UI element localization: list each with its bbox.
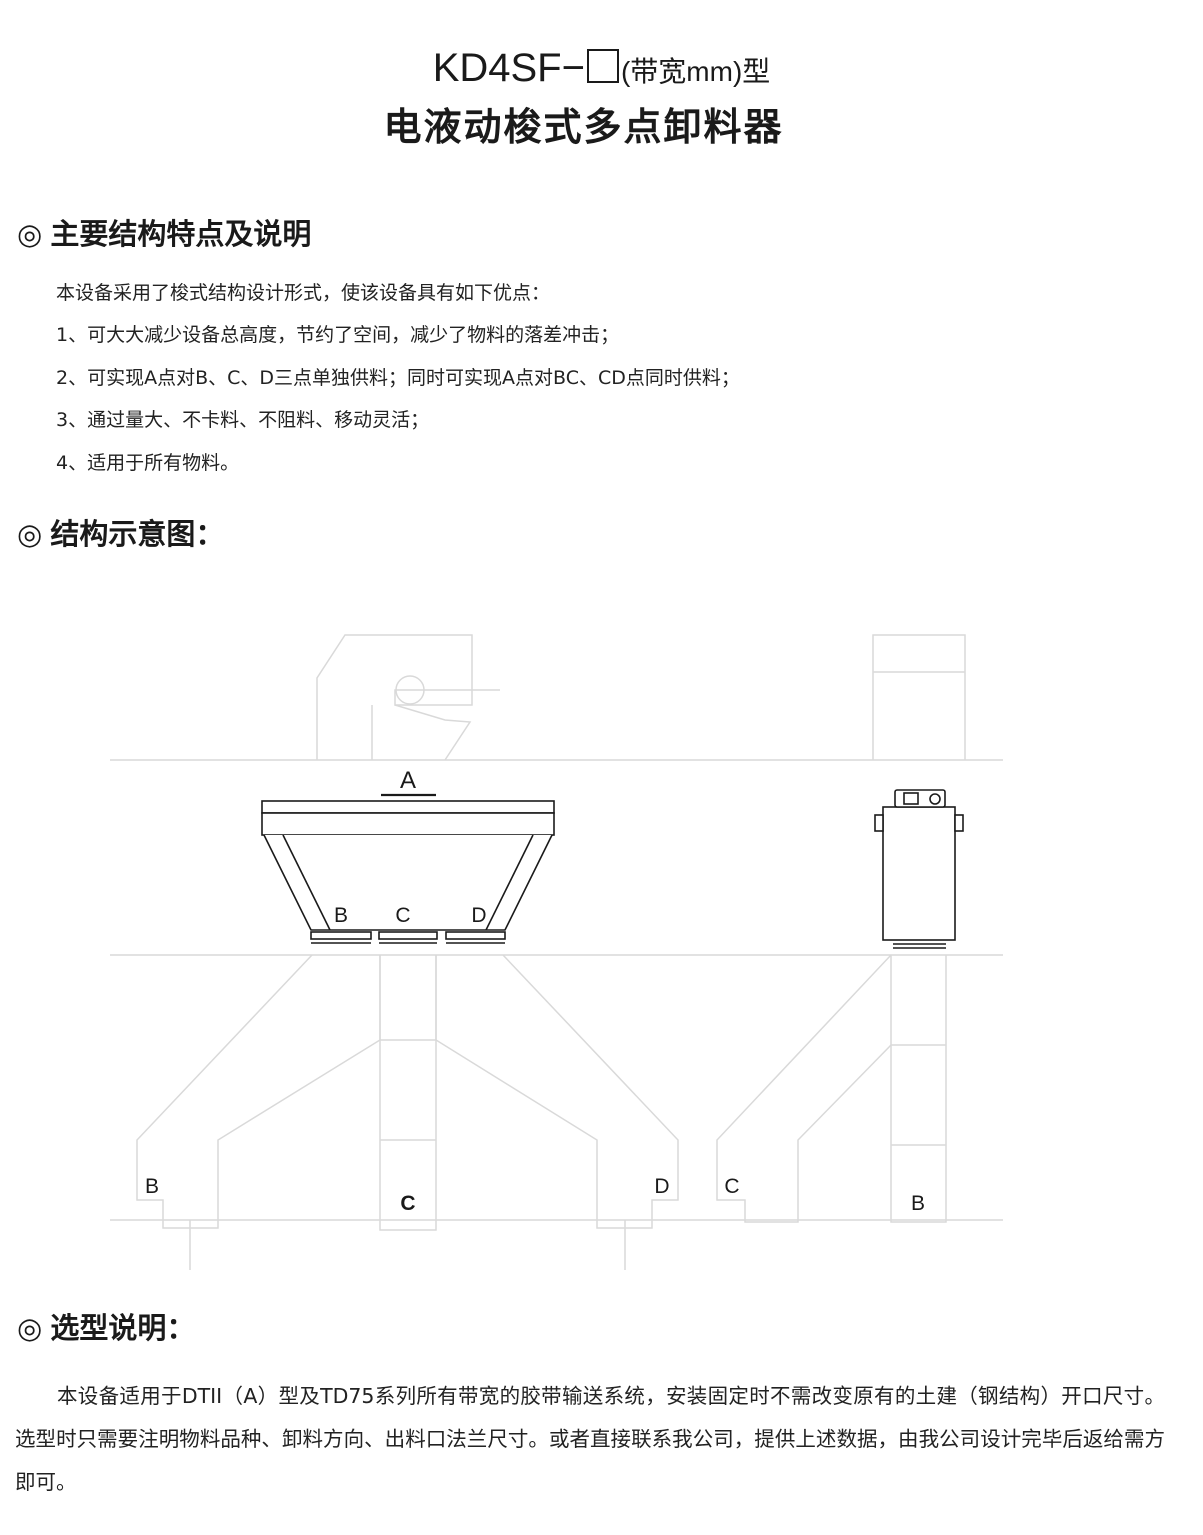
shuttle-body-side (874, 789, 964, 949)
features-intro: 本设备采用了梭式结构设计形式，使该设备具有如下优点： (56, 282, 551, 304)
circle-mark-icon: ◎ (17, 217, 43, 251)
circle-mark-icon: ◎ (17, 517, 43, 551)
label-side-b: B (911, 1192, 925, 1215)
label-outlet-c: C (395, 904, 410, 927)
feature-item-2: 2、可实现A点对B、C、D三点单独供料；同时可实现A点对BC、CD点同时供料； (56, 367, 740, 389)
reference-lines (110, 634, 1003, 1270)
label-outlet-d: D (471, 904, 486, 927)
features-heading: ◎主要结构特点及说明 (17, 214, 311, 254)
feature-item-3: 3、通过量大、不卡料、不阻料、移动灵活； (56, 409, 430, 431)
label-side-c: C (724, 1175, 739, 1198)
feature-item-4: 4、适用于所有物料。 (56, 452, 240, 474)
model-prefix: KD4SF− (432, 46, 585, 90)
selection-heading-text: 选型说明： (50, 1311, 196, 1345)
model-title: KD4SF− (带宽mm)型 (0, 44, 1203, 96)
selection-heading: ◎选型说明： (17, 1308, 195, 1348)
label-chute-c: C (400, 1192, 415, 1215)
blank-box-icon (586, 49, 619, 83)
shuttle-body-front (261, 793, 555, 944)
structure-heading-text: 结构示意图： (50, 517, 225, 551)
label-outlet-b: B (334, 904, 348, 927)
label-chute-d: D (654, 1175, 669, 1198)
label-inlet-a: A (400, 767, 416, 794)
model-suffix: (带宽mm)型 (620, 56, 771, 87)
circle-mark-icon: ◎ (17, 1311, 43, 1345)
feature-item-1: 1、可大大减少设备总高度，节约了空间，减少了物料的落差冲击； (56, 324, 620, 346)
selection-description: 本设备适用于DTII（A）型及TD75系列所有带宽的胶带输送系统，安装固定时不需… (15, 1384, 1165, 1494)
features-heading-text: 主要结构特点及说明 (50, 217, 312, 251)
structure-heading: ◎结构示意图： (17, 514, 224, 554)
product-name: 电液动梭式多点卸料器 (383, 105, 784, 149)
label-chute-b: B (145, 1175, 159, 1198)
